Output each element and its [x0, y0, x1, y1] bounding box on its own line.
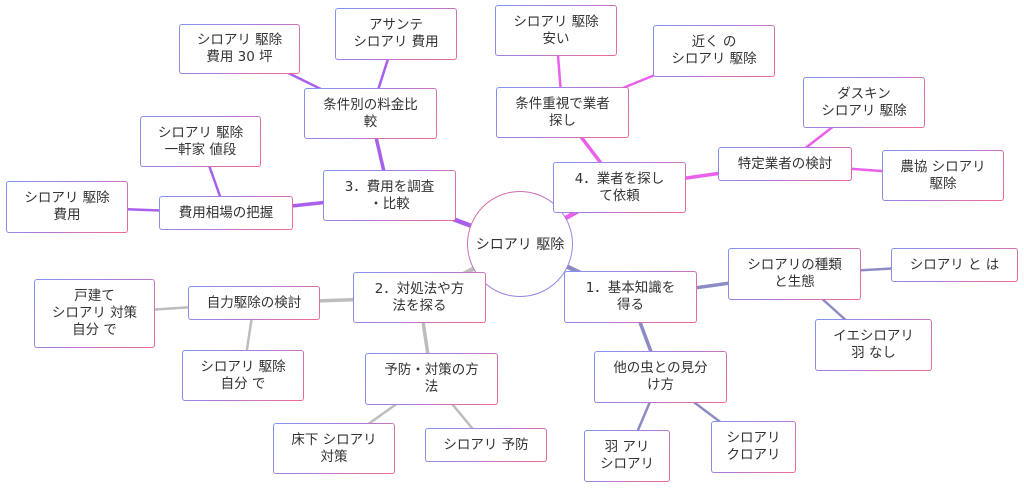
node-distinguish-insects[interactable]: 他の虫との見分 け方 — [594, 351, 727, 403]
keyword-node-flying-ant-termite[interactable]: 羽 アリ シロアリ — [584, 430, 670, 482]
keyword-node-duskin[interactable]: ダスキン シロアリ 駆除 — [803, 77, 925, 128]
keyword-node-what-is-termite[interactable]: シロアリ と は — [891, 248, 1018, 282]
node-types-and-ecology[interactable]: シロアリの種類 と生態 — [728, 248, 861, 300]
root-node[interactable]: シロアリ 駆除 — [467, 191, 573, 297]
keyword-node-underfloor[interactable]: 床下 シロアリ 対策 — [273, 423, 395, 474]
keyword-node-asante-cost[interactable]: アサンテ シロアリ 費用 — [335, 8, 457, 60]
keyword-node-prevention[interactable]: シロアリ 予防 — [425, 428, 547, 462]
keyword-node-nearby[interactable]: 近く の シロアリ 駆除 — [653, 25, 775, 77]
keyword-node-cheap[interactable]: シロアリ 駆除 安い — [495, 5, 617, 56]
keyword-node-formosan-no-wings[interactable]: イエシロアリ 羽 なし — [815, 319, 932, 371]
branch-node-find-methods[interactable]: 2．対処法や方 法を探る — [353, 272, 486, 323]
node-search-by-conditions[interactable]: 条件重視で業者 探し — [496, 87, 629, 138]
branch-node-find-contractor[interactable]: 4．業者を探し て依頼 — [553, 162, 686, 213]
keyword-node-cost[interactable]: シロアリ 駆除 費用 — [6, 181, 128, 233]
branch-node-research-costs[interactable]: 3．費用を調査 ・比較 — [323, 170, 456, 221]
node-specific-contractors[interactable]: 特定業者の検討 — [718, 147, 852, 181]
node-self-extermination[interactable]: 自力駆除の検討 — [188, 286, 320, 320]
branch-node-basic-knowledge[interactable]: 1．基本知識を 得る — [564, 271, 697, 323]
node-prevention-methods[interactable]: 予防・対策の方 法 — [365, 353, 498, 405]
keyword-node-ja[interactable]: 農協 シロアリ 駆除 — [882, 150, 1004, 201]
keyword-node-detached-price[interactable]: シロアリ 駆除 一軒家 値段 — [140, 116, 261, 167]
keyword-node-diy-extermination[interactable]: シロアリ 駆除 自分 で — [182, 350, 304, 401]
keyword-node-termite-black-ant[interactable]: シロアリ クロアリ — [711, 421, 796, 473]
node-price-comparison[interactable]: 条件別の料金比 較 — [304, 88, 437, 139]
keyword-node-house-diy[interactable]: 戸建て シロアリ 対策 自分 で — [34, 279, 155, 348]
keyword-node-cost-30-tsubo[interactable]: シロアリ 駆除 費用 30 坪 — [179, 24, 300, 74]
node-cost-market[interactable]: 費用相場の把握 — [159, 196, 293, 230]
